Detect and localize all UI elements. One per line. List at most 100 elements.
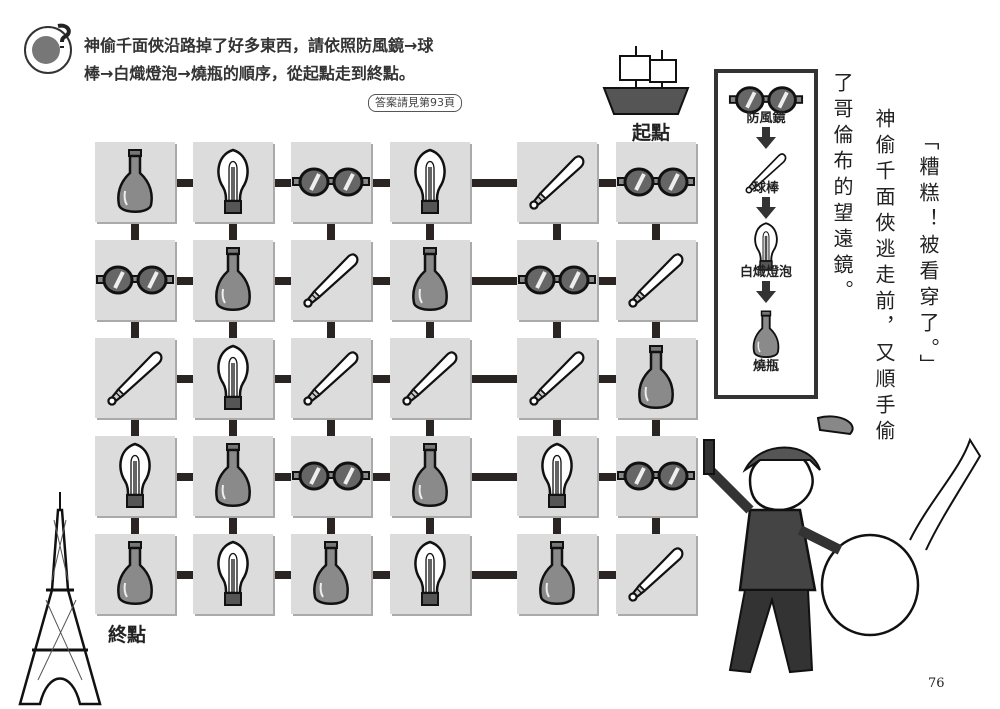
bat-icon [300, 245, 362, 315]
maze-path-vertical [327, 418, 335, 436]
instruction-line-1: 神偷千面俠沿路掉了好多東西，請依照防風鏡→球 [84, 36, 434, 55]
start-label: 起點 [632, 122, 671, 144]
eiffel-tower-illustration [18, 492, 102, 706]
maze-tile-bulb[interactable] [95, 436, 175, 516]
goggles-icon [616, 456, 696, 496]
maze-path-horizontal [470, 473, 517, 481]
bat-icon [526, 343, 588, 413]
maze-path-horizontal [470, 375, 517, 383]
maze-tile-bat[interactable] [616, 240, 696, 320]
maze-tile-goggles[interactable] [291, 436, 371, 516]
maze-path-vertical [553, 516, 561, 534]
maze-path-horizontal [470, 277, 517, 285]
end-label: 終點 [108, 624, 147, 646]
maze-path-vertical [426, 320, 434, 338]
maze-tile-bottle[interactable] [95, 534, 175, 614]
maze-path-horizontal [371, 571, 390, 579]
bulb-icon [104, 441, 166, 511]
maze-path-vertical [553, 222, 561, 240]
maze-tile-bat[interactable] [390, 338, 470, 418]
goggles-icon [616, 162, 696, 202]
bat-icon [104, 343, 166, 413]
bottle-icon [743, 309, 789, 361]
maze-path-horizontal [175, 473, 193, 481]
maze-path-vertical [131, 320, 139, 338]
maze-path-vertical [131, 222, 139, 240]
bat-icon [300, 343, 362, 413]
arrow-down-icon [756, 197, 776, 219]
page-number: 76 [928, 676, 945, 691]
maze-path-vertical [327, 320, 335, 338]
maze-path-horizontal [371, 277, 390, 285]
maze-tile-goggles[interactable] [616, 436, 696, 516]
ship-illustration [602, 46, 690, 115]
bottle-icon [104, 147, 166, 217]
maze-tile-bat[interactable] [95, 338, 175, 418]
maze-tile-goggles[interactable] [291, 142, 371, 222]
maze-path-vertical [652, 222, 660, 240]
maze-path-horizontal [597, 277, 616, 285]
maze-path-vertical [327, 222, 335, 240]
bottle-icon [104, 539, 166, 609]
maze-tile-bottle[interactable] [390, 240, 470, 320]
maze-tile-bottle[interactable] [95, 142, 175, 222]
maze-tile-bottle[interactable] [193, 240, 273, 320]
maze-tile-bat[interactable] [616, 534, 696, 614]
story-line-2: 神偷千面俠逃走前，又順手偷 [872, 108, 896, 446]
story-line-1: 「糟糕！被看穿了。」 [916, 130, 940, 380]
goggles-icon [517, 260, 597, 300]
legend-label: 防風鏡 [746, 111, 786, 126]
maze-path-horizontal [273, 571, 291, 579]
maze-path-vertical [131, 516, 139, 534]
maze-tile-bulb[interactable] [517, 436, 597, 516]
maze-path-vertical [652, 320, 660, 338]
maze-path-horizontal [273, 473, 291, 481]
bat-icon [399, 343, 461, 413]
legend-label: 球棒 [752, 181, 779, 196]
arrow-down-icon [756, 281, 776, 303]
maze-tile-bat[interactable] [517, 142, 597, 222]
maze-tile-bulb[interactable] [390, 142, 470, 222]
bottle-icon [625, 343, 687, 413]
maze-path-horizontal [371, 179, 390, 187]
bottle-icon [526, 539, 588, 609]
instruction-line-2: 棒→白熾燈泡→燒瓶的順序，從起點走到終點。 [84, 64, 415, 83]
arrow-down-icon [756, 127, 776, 149]
goggles-icon [291, 162, 371, 202]
legend-label: 白熾燈泡 [739, 265, 792, 280]
maze-path-horizontal [371, 375, 390, 383]
goggles-icon [291, 456, 371, 496]
maze-path-vertical [131, 418, 139, 436]
maze-path-horizontal [597, 179, 616, 187]
bat-icon [625, 245, 687, 315]
bottle-icon [399, 441, 461, 511]
bat-icon [526, 147, 588, 217]
maze-tile-bulb[interactable] [390, 534, 470, 614]
maze-tile-bulb[interactable] [193, 338, 273, 418]
bulb-icon [526, 441, 588, 511]
bottle-icon [202, 441, 264, 511]
goggles-icon [95, 260, 175, 300]
maze-path-horizontal [175, 571, 193, 579]
maze-tile-bat[interactable] [517, 338, 597, 418]
maze-tile-goggles[interactable] [517, 240, 597, 320]
maze-tile-bulb[interactable] [193, 534, 273, 614]
maze-tile-bulb[interactable] [193, 142, 273, 222]
maze-tile-bottle[interactable] [616, 338, 696, 418]
maze-tile-bottle[interactable] [390, 436, 470, 516]
instructions: 神偷千面俠沿路掉了好多東西，請依照防風鏡→球 棒→白熾燈泡→燒瓶的順序，從起點走… [84, 32, 433, 88]
maze-tile-goggles[interactable] [616, 142, 696, 222]
maze-tile-bottle[interactable] [517, 534, 597, 614]
maze-tile-bottle[interactable] [291, 534, 371, 614]
bottle-icon [202, 245, 264, 315]
maze-tile-goggles[interactable] [95, 240, 175, 320]
maze-tile-bat[interactable] [291, 338, 371, 418]
maze-tile-bat[interactable] [291, 240, 371, 320]
maze-path-horizontal [273, 179, 291, 187]
maze-path-vertical [229, 516, 237, 534]
maze-path-vertical [652, 418, 660, 436]
maze-path-horizontal [597, 375, 616, 383]
bat-icon [625, 539, 687, 609]
maze-path-vertical [426, 516, 434, 534]
maze-tile-bottle[interactable] [193, 436, 273, 516]
